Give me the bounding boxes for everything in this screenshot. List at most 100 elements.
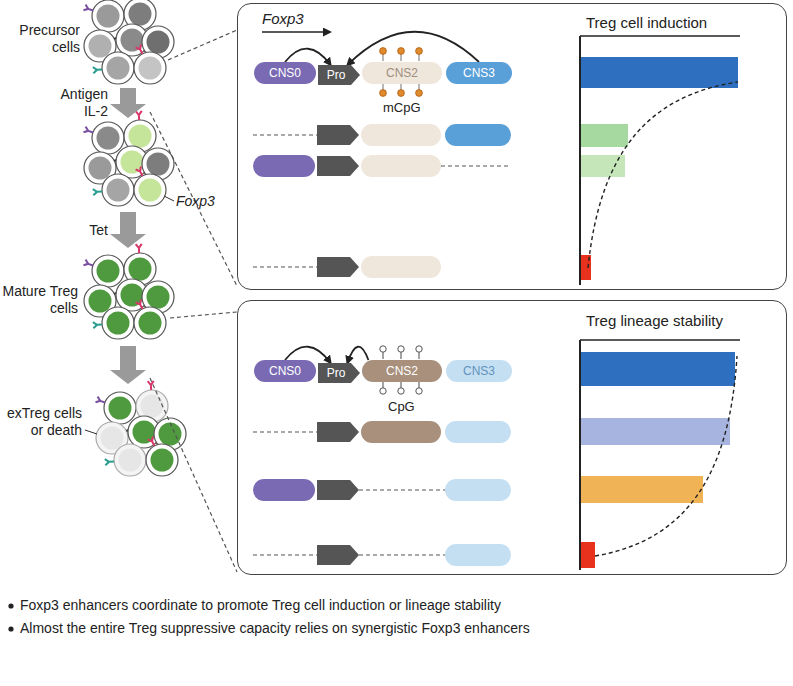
- enhancer: [445, 124, 511, 146]
- panel-heading: Treg lineage stability: [586, 312, 723, 329]
- panel-heading: Treg cell induction: [586, 14, 707, 31]
- deleted-enhancer: [253, 134, 317, 135]
- panel: Treg cell inductionCNS0 Pro CNS2CNS3: [237, 3, 787, 290]
- receptor: [93, 322, 102, 328]
- cell-nucleus: [147, 286, 170, 309]
- cell-nucleus: [109, 397, 132, 420]
- cell-nucleus: [147, 153, 170, 176]
- cell-nucleus: [107, 179, 130, 202]
- cell: [92, 0, 124, 32]
- methyl-cpg: [416, 48, 423, 55]
- cell-nucleus: [89, 35, 112, 58]
- process-arrow: [110, 88, 146, 118]
- box-text: Pro: [327, 366, 352, 380]
- label: mCpG: [383, 99, 443, 116]
- cell-nucleus: [129, 3, 152, 26]
- receptor: [95, 397, 104, 403]
- cell-cluster: [95, 381, 186, 476]
- cpg-stick: [400, 352, 401, 359]
- deleted-enhancer: [253, 431, 317, 432]
- deleted-enhancer: [359, 554, 445, 555]
- label: CpG: [388, 398, 448, 415]
- box-text: CNS0: [269, 66, 301, 80]
- cpg: [380, 388, 386, 394]
- receptor: [136, 167, 143, 176]
- enhancer-box: CNS3: [446, 360, 512, 382]
- box-text: CNS2: [386, 364, 418, 378]
- bar: [581, 352, 735, 386]
- receptor: [93, 67, 102, 73]
- chart-axis: [580, 35, 740, 37]
- cpg-stick: [400, 83, 401, 90]
- promoter-arrow: [317, 422, 359, 442]
- bar: [581, 124, 628, 147]
- promoter-arrow: [317, 257, 359, 277]
- cell-nucleus: [89, 157, 112, 180]
- leader-line: [164, 196, 174, 201]
- guide-line: [150, 112, 237, 286]
- receptor: [105, 459, 114, 465]
- receptor: [136, 244, 142, 253]
- receptor: [136, 45, 143, 54]
- promoter-arrow: [317, 125, 359, 145]
- bullet: [8, 603, 13, 608]
- cell-nucleus: [89, 290, 112, 313]
- cpg-stick: [418, 352, 419, 359]
- label: Mature Treg cells: [0, 283, 78, 317]
- cell-nucleus: [107, 57, 130, 80]
- guide-line: [170, 312, 237, 318]
- promoter-arrow: [317, 545, 359, 565]
- enhancer: [253, 155, 315, 177]
- cell-nucleus: [139, 179, 162, 202]
- receptor: [83, 5, 92, 11]
- cell-nucleus: [97, 260, 120, 283]
- cell: [102, 52, 134, 84]
- trend-curve: [588, 82, 738, 268]
- bar: [581, 418, 730, 445]
- deleted-enhancer: [253, 554, 317, 555]
- enhancer: [361, 421, 441, 443]
- summary-bullet: Almost the entire Treg suppressive capac…: [20, 620, 790, 637]
- label: Foxp3: [262, 10, 332, 27]
- cpg-stick: [382, 352, 383, 359]
- enhancer-box: CNS2: [362, 62, 442, 84]
- methyl-cpg: [380, 48, 387, 55]
- cpg-stick: [418, 83, 419, 90]
- cell-nucleus: [119, 449, 142, 472]
- methyl-cpg: [398, 48, 405, 55]
- label: Foxp3: [176, 193, 236, 210]
- cell-nucleus: [101, 427, 124, 450]
- process-arrow: [110, 346, 146, 384]
- cell-cluster: [83, 0, 174, 84]
- enhancer: [445, 544, 511, 566]
- enhancer-box: CNS3: [446, 62, 512, 84]
- enhancer: [361, 124, 441, 146]
- box-text: Pro: [327, 68, 352, 82]
- label: Antigen: [40, 86, 108, 103]
- deleted-enhancer: [359, 489, 445, 490]
- bar: [581, 542, 595, 568]
- trend-curve: [595, 356, 737, 556]
- methyl-cpg: [380, 90, 387, 97]
- cpg-stick: [382, 83, 383, 90]
- regulation-arrow: [347, 32, 479, 65]
- cpg: [380, 346, 386, 352]
- enhancer: [361, 256, 441, 278]
- deleted-enhancer: [441, 165, 511, 166]
- cell: [146, 444, 178, 476]
- cell: [134, 52, 166, 84]
- chart-axis: [579, 36, 581, 285]
- cpg-stick: [382, 54, 383, 61]
- cell-nucleus: [107, 312, 130, 335]
- cell-nucleus: [129, 125, 152, 148]
- cpg: [416, 346, 422, 352]
- panel: Treg lineage stabilityCNS0ProCNS2CNS3: [237, 300, 787, 575]
- cell-cluster: [83, 244, 174, 339]
- enhancer-box: CNS2: [362, 360, 442, 382]
- cpg: [398, 388, 404, 394]
- bar: [581, 57, 738, 88]
- receptor: [136, 111, 142, 120]
- cell-nucleus: [141, 395, 164, 418]
- label: exTreg cells or death: [2, 405, 82, 439]
- cell: [102, 307, 134, 339]
